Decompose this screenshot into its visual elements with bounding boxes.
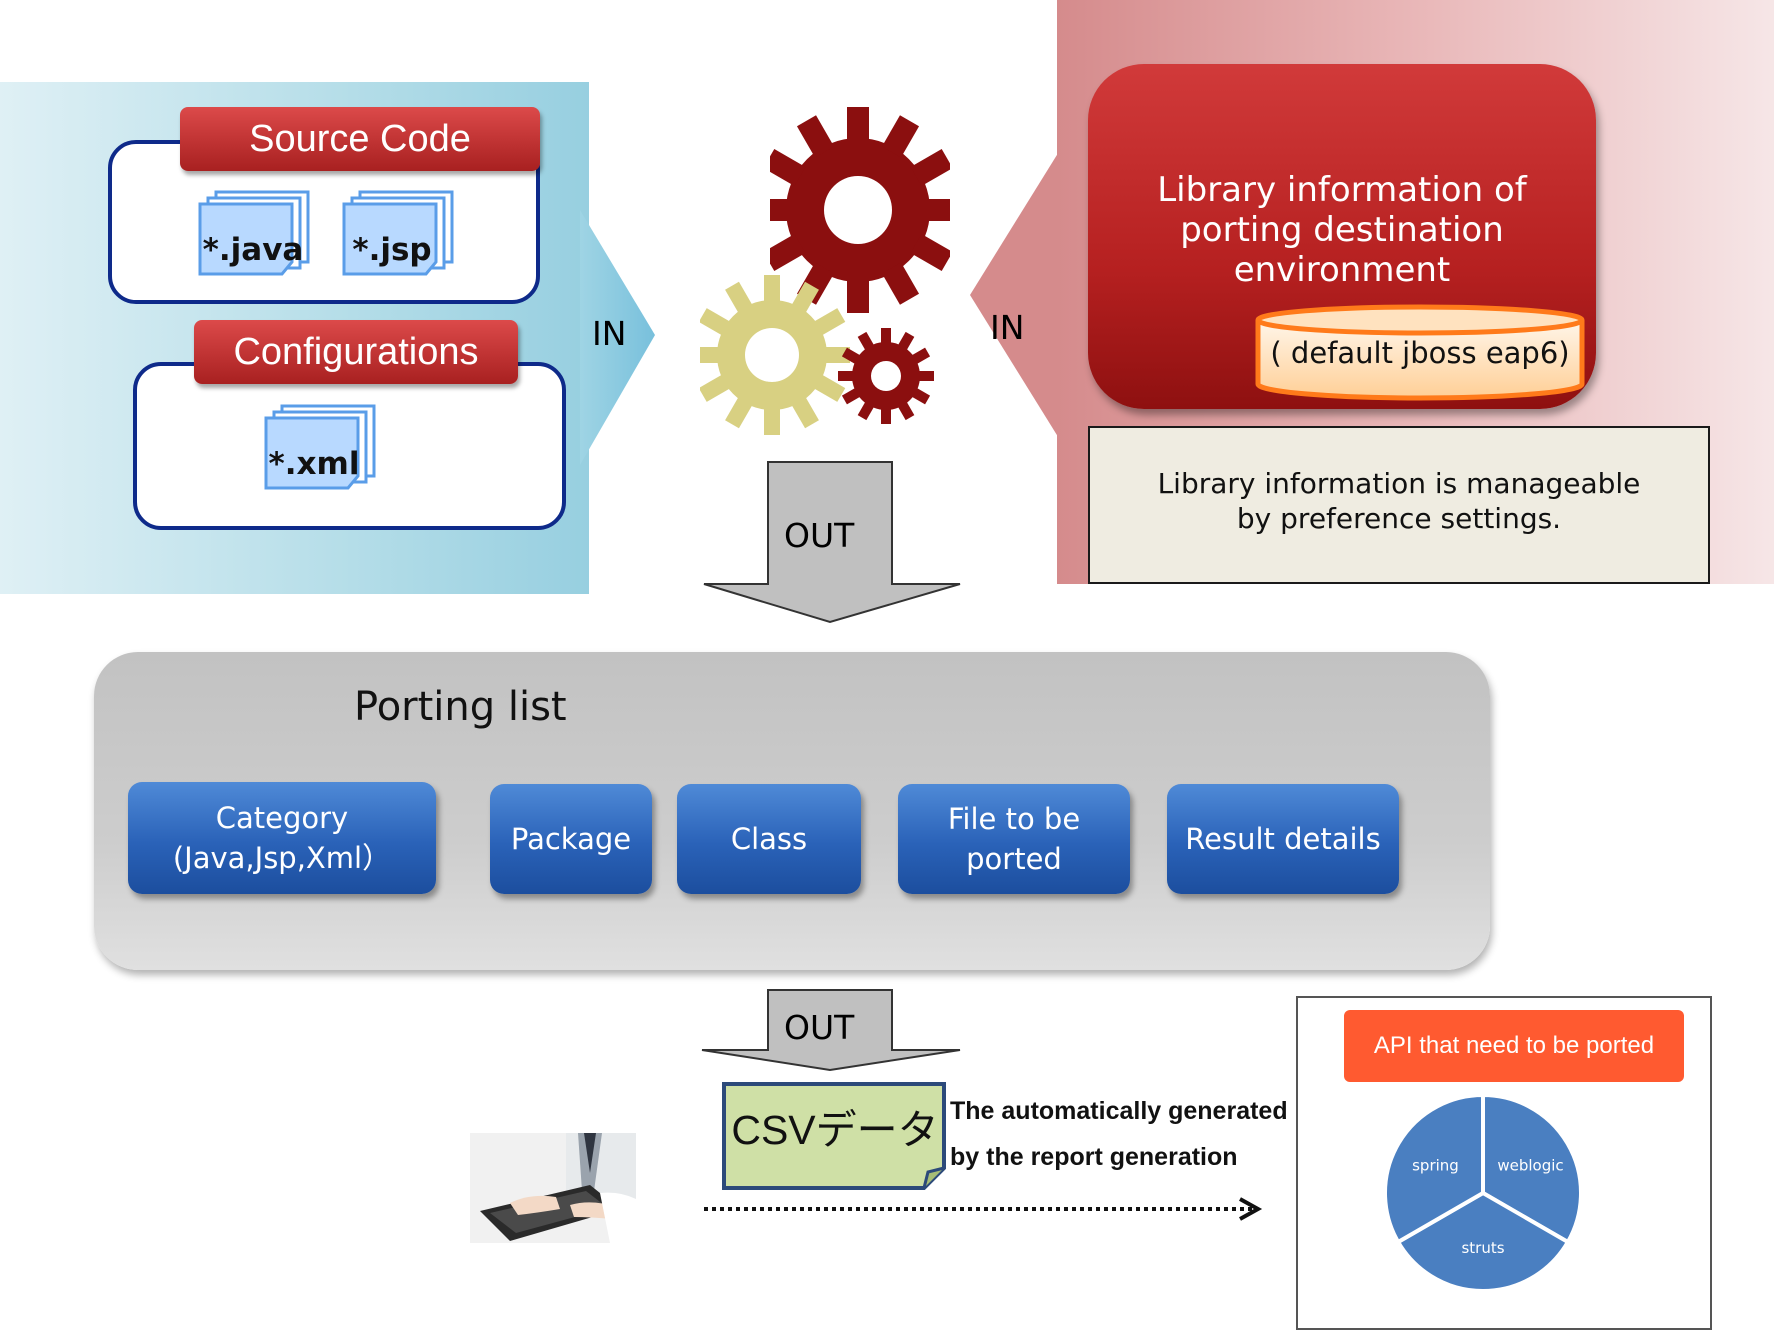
column-file-line2: ported — [966, 842, 1062, 876]
csv-label: CSVデータ — [731, 1107, 939, 1153]
column-result-label: Result details — [1185, 822, 1381, 856]
preference-note-text: Library information is manageable by pre… — [1088, 466, 1710, 536]
column-category: Category (Java,Jsp,Xml） — [128, 782, 436, 894]
column-result-details: Result details — [1167, 784, 1399, 894]
out-arrow-bottom — [701, 989, 961, 1072]
user-laptop-photo — [470, 1133, 636, 1243]
out-label-top: OUT — [784, 516, 855, 555]
gear-icon-yellow — [700, 275, 850, 435]
pie-label-weblogic: weblogic — [1497, 1157, 1563, 1175]
column-package: Package — [490, 784, 652, 894]
configurations-label: Configurations — [194, 320, 518, 384]
csv-note-shape — [722, 1082, 946, 1190]
porting-list-title: Porting list — [354, 684, 567, 730]
java-file-icon — [198, 190, 310, 276]
column-class-label: Class — [730, 822, 808, 856]
dotted-flow-arrow — [704, 1197, 1263, 1221]
note-line2: by preference settings. — [1236, 502, 1562, 535]
in-label-left: IN — [592, 314, 627, 353]
column-category-line2: (Java,Jsp,Xml） — [172, 841, 392, 875]
library-info-title: Library information of porting destinati… — [1088, 170, 1596, 290]
database-cylinder-icon — [1255, 304, 1585, 401]
pie-slice-struts — [1395, 1190, 1571, 1293]
out-label-bottom: OUT — [784, 1008, 855, 1047]
in-arrow-right — [970, 150, 1060, 440]
column-package-label: Package — [510, 822, 632, 856]
pie-slice-spring — [1383, 1092, 1485, 1245]
in-label-right: IN — [990, 308, 1025, 347]
pie-label-struts: struts — [1461, 1239, 1504, 1257]
library-title-line3: environment — [1233, 250, 1451, 290]
pie-label-spring: spring — [1412, 1157, 1459, 1175]
caption-line1: The automatically generated — [950, 1097, 1288, 1125]
note-line1: Library information is manageable — [1157, 467, 1641, 500]
caption-line2: by the report generation — [950, 1143, 1238, 1171]
gear-icon-large — [770, 107, 950, 313]
gear-icon-small — [838, 328, 934, 424]
report-caption: The automatically generated by the repor… — [950, 1088, 1288, 1180]
xml-file-icon — [264, 404, 376, 490]
java-file-label: *.java — [202, 232, 304, 268]
column-file-to-be-ported: File to be ported — [898, 784, 1130, 894]
column-category-line1: Category — [215, 801, 349, 835]
library-title-line2: porting destination — [1180, 210, 1504, 250]
column-file-line1: File to be — [947, 802, 1081, 836]
jsp-file-icon — [342, 190, 454, 276]
library-title-line1: Library information of — [1157, 170, 1527, 210]
default-env-label: ( default jboss eap6) — [1270, 336, 1570, 370]
xml-file-label: *.xml — [268, 446, 360, 482]
source-code-label: Source Code — [180, 107, 540, 171]
jsp-file-label: *.jsp — [352, 232, 432, 268]
in-arrow-left — [580, 210, 655, 465]
preference-note-box — [1088, 426, 1710, 584]
api-title-banner: API that need to be ported — [1344, 1010, 1684, 1082]
out-arrow-top — [703, 461, 961, 624]
column-class: Class — [677, 784, 861, 894]
api-pie-chart: spring weblogic struts — [1383, 1092, 1583, 1293]
